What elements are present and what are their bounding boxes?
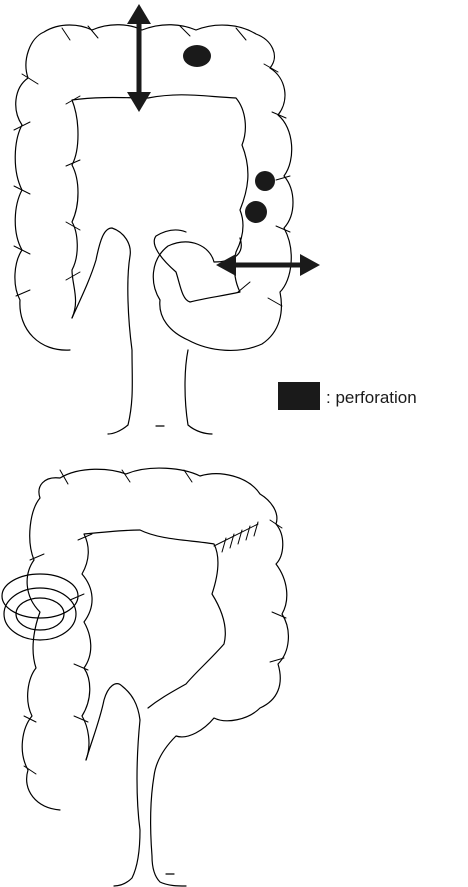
stoma-ring: [2, 574, 78, 640]
top-panel-colon: [14, 4, 320, 434]
legend: : perforation: [278, 382, 417, 410]
bottom-colon-inner-outline: [82, 530, 225, 760]
top-colon-inner-outline: [72, 95, 248, 318]
top-sigmoid-loop: [72, 228, 130, 318]
perforation-dot-transverse: [183, 45, 211, 67]
resection-arrow-horizontal: [216, 254, 320, 276]
bottom-haustra-marks: [24, 470, 286, 774]
legend-label: : perforation: [326, 388, 417, 407]
perforation-dot-descending-lower: [245, 201, 267, 223]
bottom-rectum-right-wall: [151, 776, 186, 886]
bottom-sigmoid-loop: [86, 684, 140, 760]
anastomosis-sutures: [214, 522, 258, 552]
top-rectum-left-wall: [108, 256, 132, 434]
resection-arrow-vertical: [127, 4, 151, 112]
legend-swatch-perforation: [278, 382, 320, 410]
perforation-dot-descending-upper: [255, 171, 275, 191]
top-rectum-right-wall: [185, 350, 212, 434]
top-colon-outer-outline: [15, 25, 293, 351]
bottom-panel-colon: [2, 468, 288, 886]
bottom-rectum-left-wall: [114, 720, 140, 886]
bottom-colon-outer-outline: [22, 468, 288, 810]
